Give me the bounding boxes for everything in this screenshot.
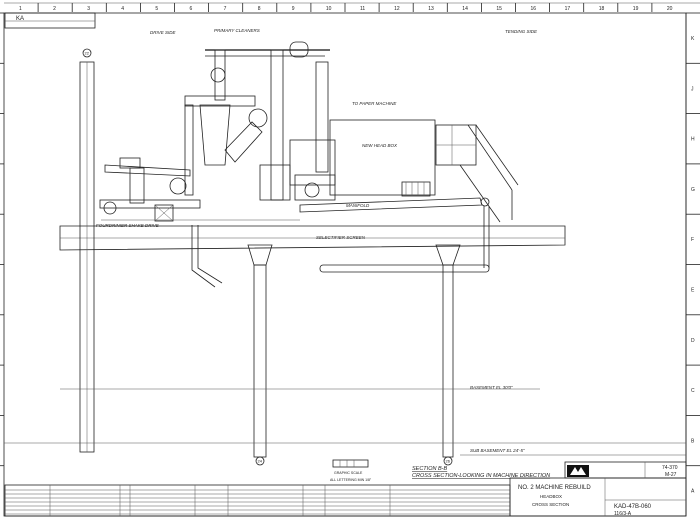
drawing-title-line2: CROSS SECTION bbox=[532, 502, 569, 507]
column-markers: 22 24 26 bbox=[82, 48, 453, 466]
row-letter: E bbox=[691, 288, 695, 294]
section-title: SECTION B-B bbox=[412, 466, 447, 472]
row-letter: H bbox=[691, 137, 695, 143]
label-basement: BASEMENT EL 30'0" bbox=[470, 385, 513, 390]
project-title: NO. 2 MACHINE REBUILD bbox=[518, 485, 591, 491]
scale-title: GRAPHIC SCALE bbox=[334, 471, 363, 475]
title-block: NO. 2 MACHINE REBUILD HEADBOX CROSS SECT… bbox=[509, 461, 687, 517]
column-number: 8 bbox=[258, 6, 261, 12]
column-number: 3 bbox=[87, 6, 90, 12]
company-logo bbox=[567, 465, 589, 477]
row-letter: G bbox=[691, 187, 695, 193]
row-letter: D bbox=[691, 338, 695, 344]
column-number: 4 bbox=[121, 6, 124, 12]
label-fourdrinier-shake-drive: FOURDRINIER SHAKE DRIVE bbox=[96, 223, 160, 228]
column-number: 18 bbox=[599, 6, 605, 12]
drawing-title-line1: HEADBOX bbox=[540, 494, 562, 499]
row-letter: K bbox=[691, 36, 695, 42]
row-letter: B bbox=[691, 438, 695, 444]
column-marker-label: 24 bbox=[258, 459, 263, 464]
column-marker-label: 22 bbox=[85, 51, 90, 56]
row-letter: J bbox=[691, 86, 694, 92]
stamp-code: KA bbox=[16, 16, 24, 22]
reference-bottom: M-27 bbox=[665, 472, 677, 478]
platform-stairs bbox=[435, 124, 519, 223]
label-selectifier-screen: SELECTIFIER SCREEN bbox=[316, 235, 366, 240]
column-number: 9 bbox=[292, 6, 295, 12]
column-number: 15 bbox=[496, 6, 502, 12]
headbox bbox=[329, 119, 436, 197]
column-marker-label: 26 bbox=[446, 459, 451, 464]
label-to-paper-machine: TO PAPER MACHINE bbox=[352, 101, 397, 106]
manifold-pipe bbox=[299, 197, 490, 273]
column-number: 17 bbox=[565, 6, 571, 12]
label-manifold: MANIFOLD bbox=[346, 203, 370, 208]
label-new-head-box: NEW HEAD BOX bbox=[362, 143, 398, 148]
label-sub-basement: SUB BASEMENT EL 24'-5" bbox=[470, 448, 525, 453]
row-letters: K J H G F E D C B A bbox=[0, 12, 700, 495]
section-subtitle: CROSS SECTION-LOOKING IN MACHINE DIRECTI… bbox=[412, 473, 550, 479]
column-number: 19 bbox=[633, 6, 639, 12]
primary-cleaners bbox=[99, 41, 336, 288]
column-number: 12 bbox=[394, 6, 400, 12]
column-number: 13 bbox=[428, 6, 434, 12]
column-number: 7 bbox=[224, 6, 227, 12]
label-primary-cleaners: PRIMARY CLEANERS bbox=[214, 28, 260, 33]
column-number: 10 bbox=[326, 6, 332, 12]
label-drive-side: DRIVE SIDE bbox=[150, 30, 177, 35]
row-letter: A bbox=[691, 489, 695, 495]
column-number: 20 bbox=[667, 6, 673, 12]
column-marker: 26 bbox=[443, 456, 453, 466]
column-marker: 24 bbox=[255, 456, 265, 466]
drawing-sub-number: 116/3-A bbox=[614, 511, 632, 517]
drawing-frame bbox=[3, 2, 700, 517]
column-number: 6 bbox=[190, 6, 193, 12]
row-letter: F bbox=[691, 237, 694, 243]
drawing-number: KAD-47B-060 bbox=[614, 504, 652, 510]
revision-block bbox=[4, 484, 511, 517]
building-structure bbox=[4, 61, 686, 458]
reference-top: 74-370 bbox=[662, 465, 678, 471]
column-number: 2 bbox=[53, 6, 56, 12]
graphic-scale: GRAPHIC SCALE ALL LETTERING MIN 1/8" bbox=[330, 459, 372, 482]
column-number: 5 bbox=[155, 6, 158, 12]
column-number: 11 bbox=[360, 6, 365, 12]
row-letter: C bbox=[691, 388, 695, 394]
column-number: 16 bbox=[531, 6, 537, 12]
scale-note: ALL LETTERING MIN 1/8" bbox=[330, 478, 372, 482]
label-tending-side: TENDING SIDE bbox=[505, 29, 538, 34]
column-number: 14 bbox=[462, 6, 468, 12]
column-number: 1 bbox=[19, 6, 22, 12]
corner-stamp: KA bbox=[4, 12, 96, 29]
column-marker: 22 bbox=[82, 48, 92, 58]
